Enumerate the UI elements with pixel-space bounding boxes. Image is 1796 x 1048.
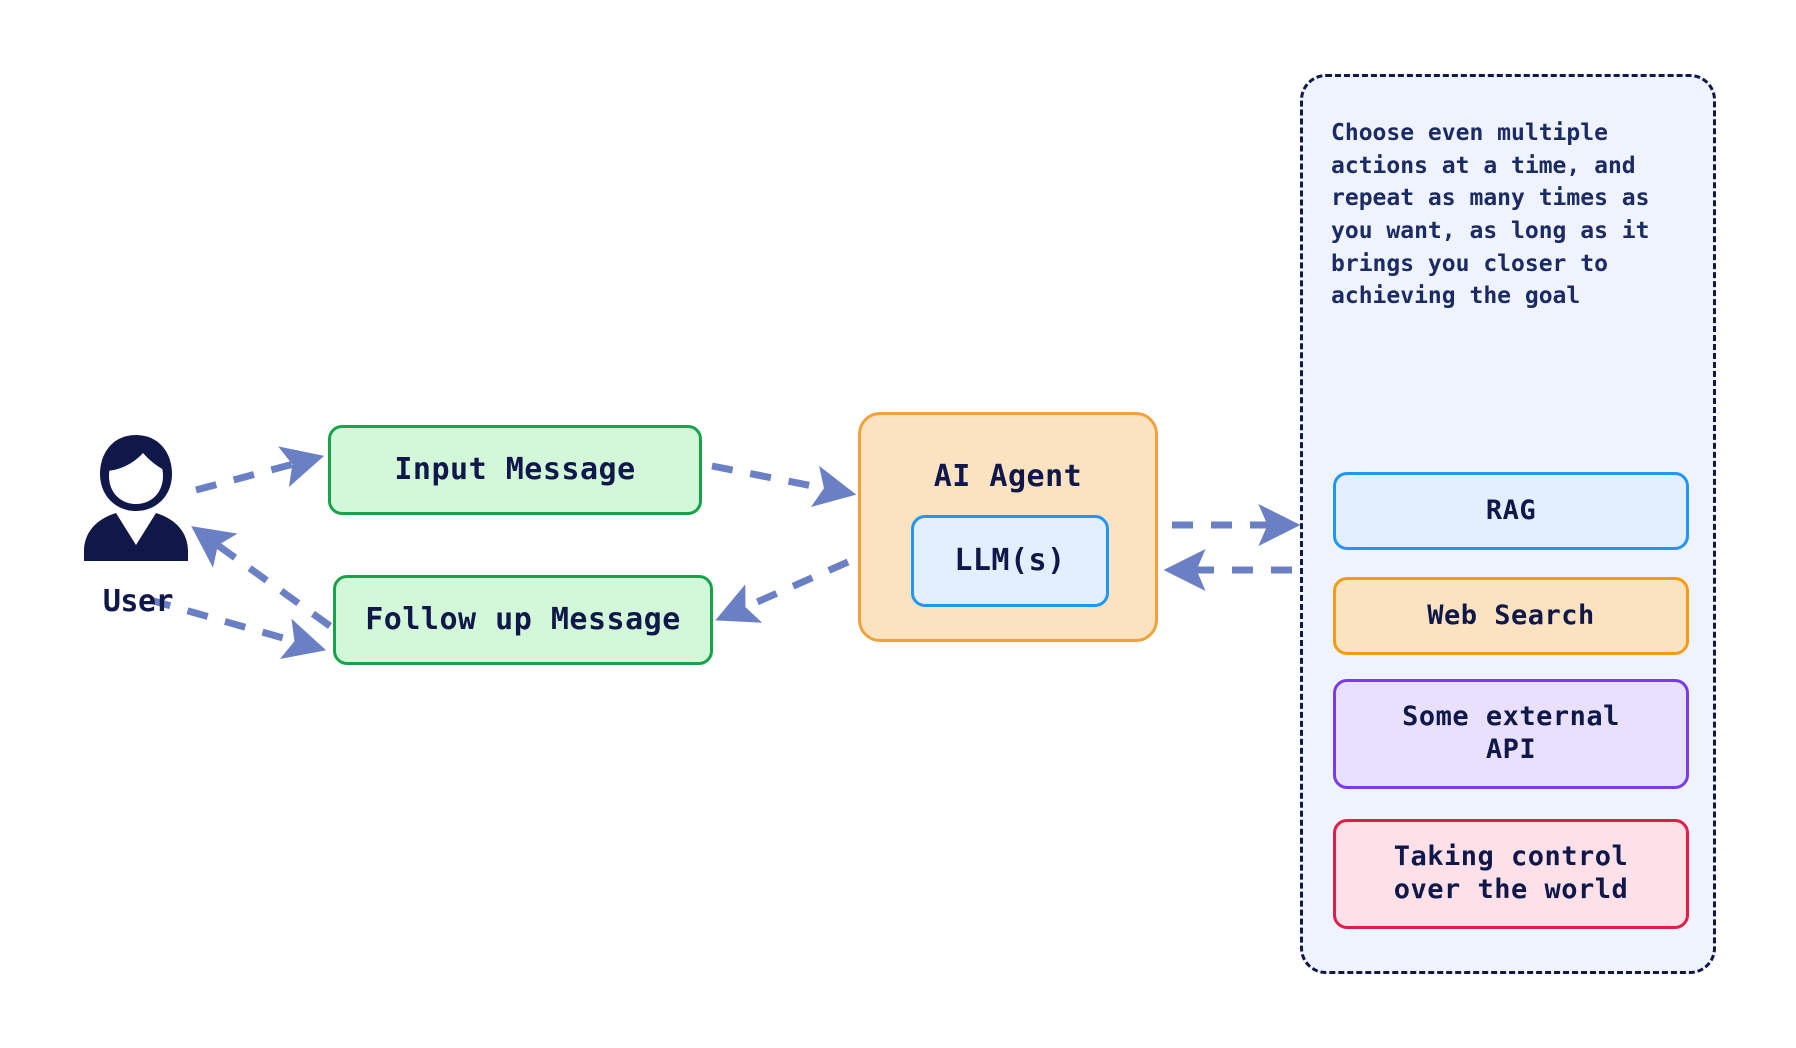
- action-node-web-search[interactable]: Web Search: [1333, 577, 1689, 655]
- ai-agent-title: AI Agent: [933, 459, 1083, 494]
- actions-panel-note: Choose even multiple actions at a time, …: [1331, 120, 1650, 310]
- node-ai-agent[interactable]: AI Agent LLM(s): [858, 412, 1158, 642]
- action-node-taking-control[interactable]: Taking control over the world: [1333, 819, 1689, 929]
- actions-panel: Choose even multiple actions at a time, …: [1300, 74, 1716, 974]
- user-avatar-icon: [84, 435, 188, 561]
- user-label: User: [102, 584, 174, 619]
- arrow-user-to-input-message: [195, 446, 325, 494]
- action-node-rag[interactable]: RAG: [1333, 472, 1689, 550]
- node-input-message[interactable]: Input Message: [328, 425, 702, 515]
- arrow-agent-to-followup-message: [715, 558, 850, 623]
- action-node-external-api[interactable]: Some external API: [1333, 679, 1689, 789]
- arrow-followup-message-to-user: [191, 526, 333, 629]
- node-followup-message[interactable]: Follow up Message: [333, 575, 713, 665]
- arrow-input-message-to-agent: [711, 462, 857, 508]
- node-llm[interactable]: LLM(s): [911, 515, 1109, 607]
